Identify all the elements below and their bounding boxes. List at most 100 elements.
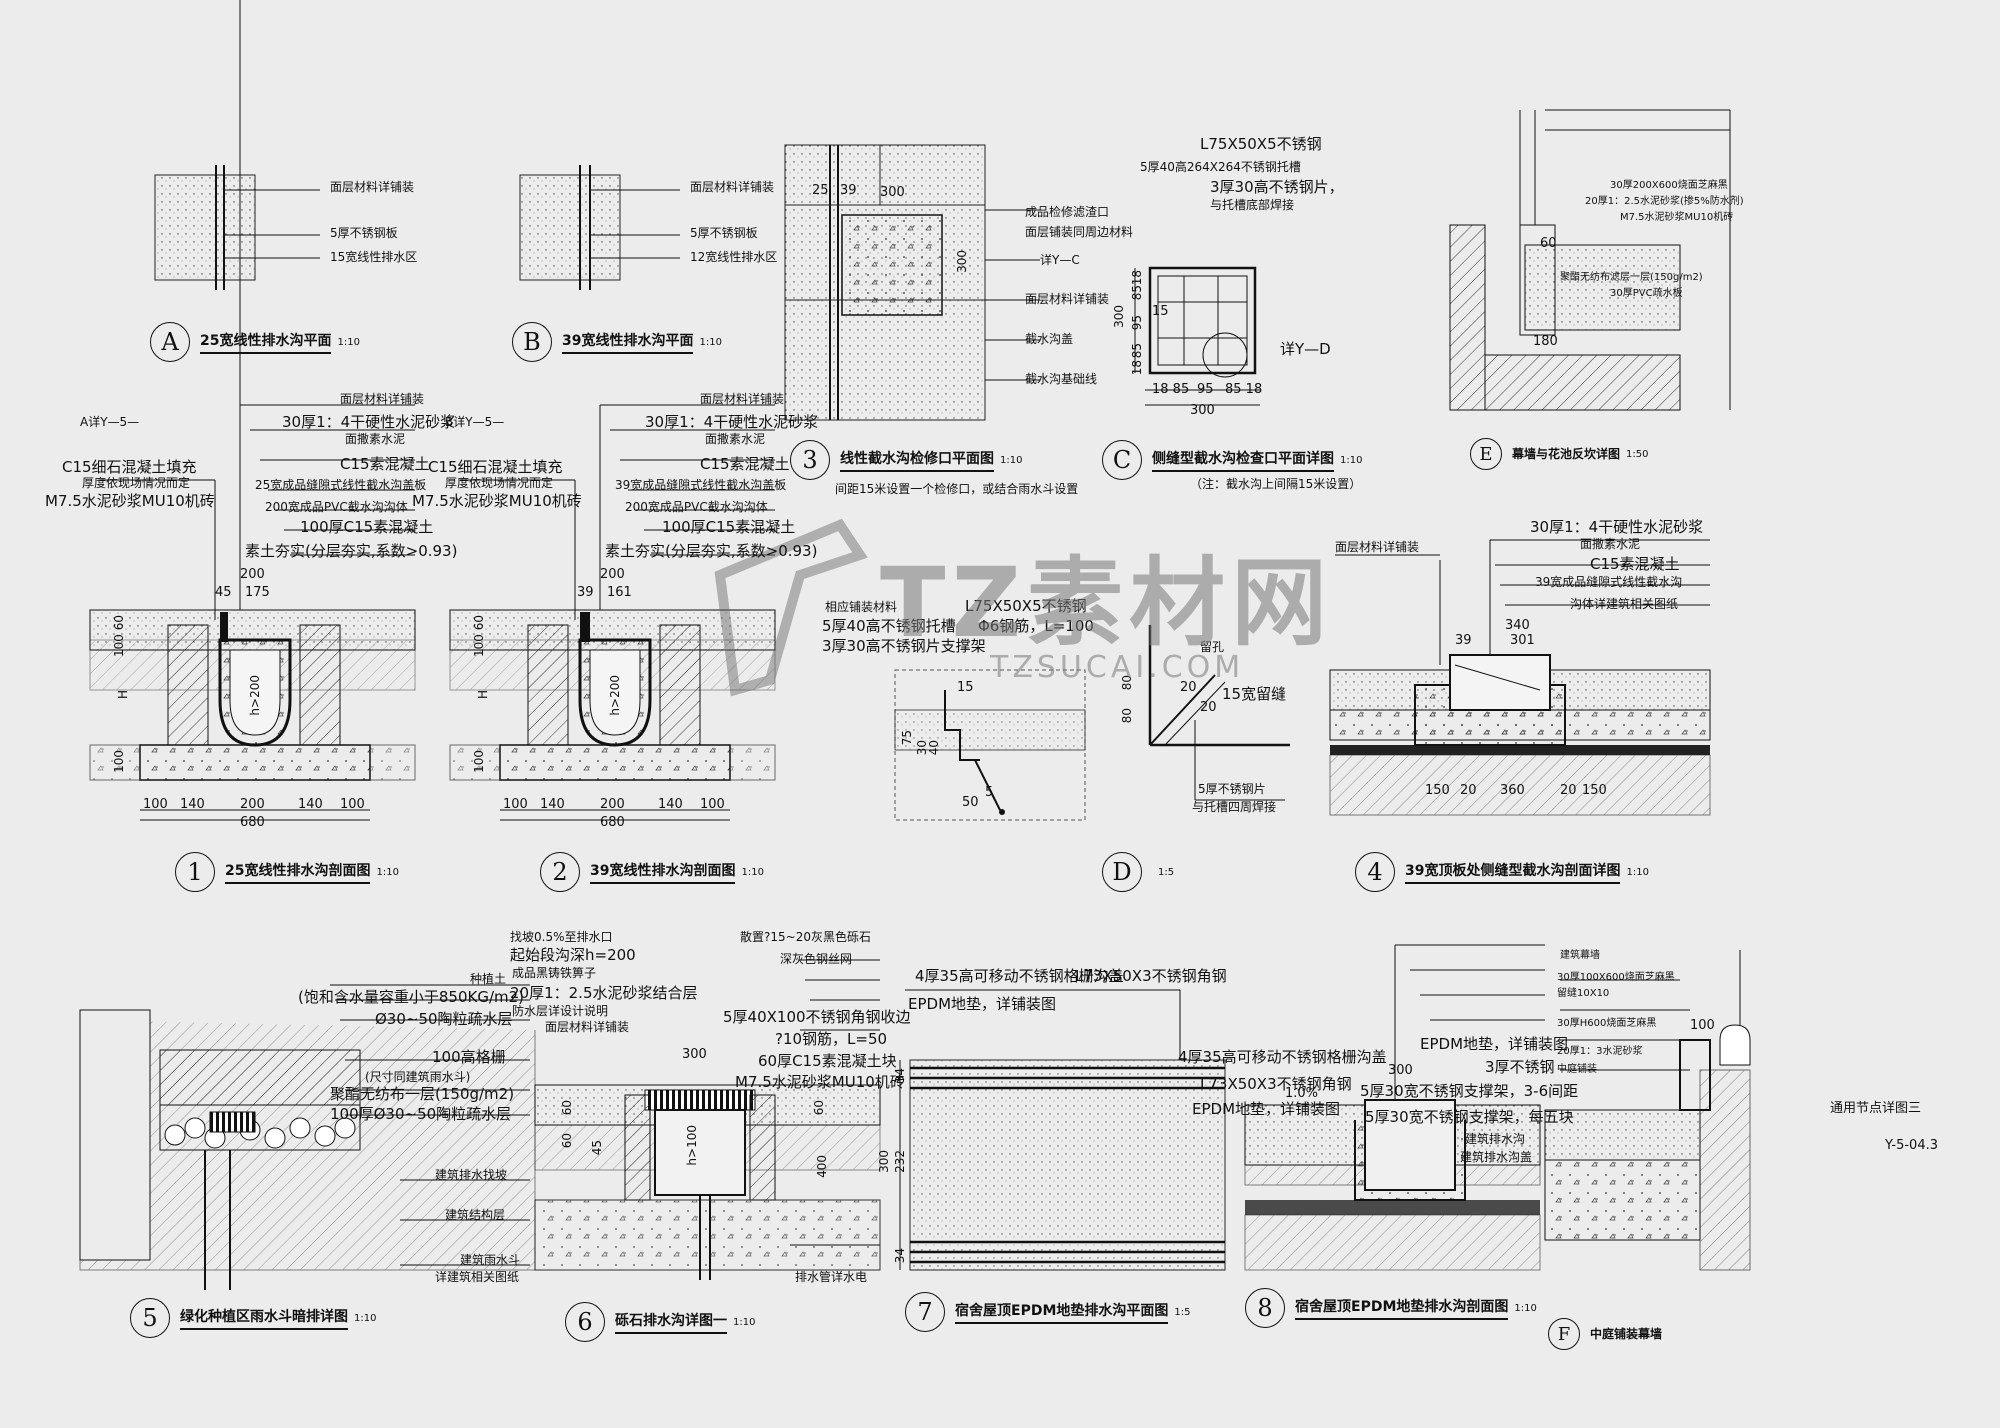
detail-c-title: C 侧缝型截水沟检查口平面详图 1:10 [1102, 440, 1362, 480]
detail-d-note: 5厚40高不锈钢托槽 [822, 617, 956, 635]
detail-1-title: 1 25宽线性排水沟剖面图 1:10 [175, 852, 399, 892]
dim-label: 140 [180, 797, 205, 812]
dim-label: H [476, 690, 490, 700]
detail-f-marker: F [1548, 1318, 1580, 1350]
detail-4-note: 30厚1：4干硬性水泥砂浆 [1530, 518, 1704, 536]
dim-label: 5 [985, 785, 994, 800]
detail-6-note: 深灰色钢丝网 [780, 952, 853, 966]
detail-d-note: 留孔 [1200, 640, 1225, 654]
detail-2-note: C15素混凝土 [700, 455, 790, 473]
detail-d-title: D 1:5 [1102, 852, 1174, 892]
detail-3-drawing [784, 144, 1040, 421]
dim-label: 20 [1180, 680, 1197, 695]
detail-a-drawing [154, 165, 320, 290]
detail-b-marker: B [512, 322, 552, 362]
detail-6-note: 60厚C15素混凝土块 [758, 1052, 897, 1070]
detail-5-drawing [79, 984, 536, 1290]
detail-3-note: 面层铺装同周边材料 [1025, 225, 1134, 239]
detail-d-drawing [894, 625, 1290, 821]
detail-5-marker: 5 [130, 1298, 170, 1338]
detail-a-note: 5厚不锈钢板 [330, 226, 398, 240]
dim-label: 50 [962, 795, 979, 810]
detail-e-title: E 幕墙与花池反坎详图 1:50 [1470, 438, 1648, 470]
dim-label: 39 [577, 585, 594, 600]
detail-2-note: 100厚C15素混凝土 [662, 518, 796, 536]
detail-f-note: 20厚1：3水泥砂浆 [1557, 1046, 1643, 1057]
dim-label: 360 [1500, 783, 1525, 798]
detail-3-subnote: 间距15米设置一个检修口，或结合雨水斗设置 [835, 482, 1079, 496]
dim-label: 301 [1510, 633, 1535, 648]
detail-5-note: 建筑雨水斗 [460, 1253, 521, 1267]
detail-c-note: 详Y—D [1280, 340, 1331, 358]
dim-label: 45 [215, 585, 232, 600]
detail-6-note: 起始段沟深h=200 [510, 946, 636, 964]
detail-6-note: ?10钢筋，L=50 [775, 1030, 888, 1048]
dim-label: 18 [1130, 360, 1144, 376]
detail-7-title: 7 宿舍屋顶EPDM地垫排水沟平面图 1:5 [905, 1292, 1190, 1332]
dim-label: 150 [1582, 783, 1607, 798]
detail-a-note: 面层材料详铺装 [330, 180, 415, 194]
detail-2-note: C15细石混凝土填充 [428, 458, 563, 476]
detail-a-note: 15宽线性排水区 [330, 250, 418, 264]
detail-5-title: 5 绿化种植区雨水斗暗排详图 1:10 [130, 1298, 376, 1338]
detail-1-note: 面撒素水泥 [345, 432, 406, 446]
detail-8-marker: 8 [1245, 1288, 1285, 1328]
detail-e-note: 30厚200X600烧面芝麻黑 [1610, 180, 1728, 191]
watermark-text: TZ素材网 [880, 547, 1334, 659]
dim-label: 18 [1130, 270, 1144, 286]
dim-label: 140 [298, 797, 323, 812]
dim-label: 100 60 [472, 615, 486, 657]
detail-f-drawing [1544, 950, 1751, 1271]
detail-7-marker: 7 [905, 1292, 945, 1332]
dim-label: 1.0% [1285, 1086, 1319, 1101]
detail-c-subnote: （注：截水沟上间隔15米设置） [1190, 477, 1362, 491]
detail-7-note: EPDM地垫，详铺装图 [908, 995, 1057, 1013]
detail-4-note: 面撒素水泥 [1580, 537, 1641, 551]
dim-label: 300 [1112, 305, 1126, 328]
detail-b-drawing [519, 165, 680, 290]
dim-label: 40 [927, 740, 941, 756]
detail-2-note: 素土夯实(分层夯实,系数>0.93) [605, 542, 818, 560]
detail-8-note: 建筑排水沟 [1465, 1132, 1526, 1146]
detail-7-note: 4厚35高可移动不锈钢格栅沟盖 [915, 967, 1124, 985]
dim-label: 18 85 [1152, 382, 1190, 397]
detail-5-note: 100厚Ø30~50陶粒疏水层 [330, 1105, 512, 1123]
detail-3-note: 成品检修滤渣口 [1025, 205, 1110, 219]
dim-label: 39 [1455, 633, 1472, 648]
detail-1-note: 面层材料详铺装 [340, 392, 425, 406]
detail-5-note: 100高格栅 [432, 1048, 506, 1066]
detail-8-note: EPDM地垫，详铺装图 [1420, 1035, 1569, 1053]
detail-e-marker: E [1470, 438, 1502, 470]
detail-f-note: 留缝10X10 [1557, 988, 1610, 999]
detail-8-note: L73X50X3不锈钢角钢 [1200, 1075, 1352, 1093]
detail-e-note: 30厚PVC疏水板 [1610, 288, 1683, 299]
detail-c-note: 与托槽底部焊接 [1210, 198, 1295, 212]
detail-6-marker: 6 [565, 1302, 605, 1342]
detail-3-note: 截水沟盖 [1025, 332, 1074, 346]
detail-2-note: 30厚1：4干硬性水泥砂浆 [645, 413, 819, 431]
detail-4-title: 4 39宽顶板处侧缝型截水沟剖面详图 1:10 [1355, 852, 1649, 892]
dim-label: 100 [112, 750, 126, 773]
detail-f-note: 30厚H600烧面芝麻黑 [1557, 1018, 1657, 1029]
detail-6-note: 5厚40X100不锈钢角钢收边 [723, 1008, 911, 1026]
dim-label: 45 [590, 1140, 604, 1156]
detail-4-marker: 4 [1355, 852, 1395, 892]
detail-2-note: 39宽成品缝隙式线性截水沟盖板 [615, 478, 787, 492]
detail-1-drawing [89, 0, 416, 821]
dim-label: 25 [812, 183, 829, 198]
detail-4-note: 面层材料详铺装 [1335, 540, 1420, 554]
detail-3-marker: 3 [790, 440, 830, 480]
detail-7-note: L73X50X3不锈钢角钢 [1075, 967, 1227, 985]
dim-label: 20 [1200, 700, 1217, 715]
detail-5-note: (尺寸同建筑雨水斗) [365, 1070, 471, 1084]
dim-label: h>200 [608, 675, 622, 716]
dim-label: 34 [893, 1068, 907, 1084]
detail-4-drawing [1329, 539, 1711, 816]
detail-4-note: 39宽成品缝隙式线性截水沟 [1535, 575, 1683, 589]
detail-c-marker: C [1102, 440, 1142, 480]
detail-1-note: M7.5水泥砂浆MU10机砖 [45, 492, 215, 510]
dim-label: 200 [600, 567, 625, 582]
detail-1-note: 100厚C15素混凝土 [300, 518, 434, 536]
detail-f-note: 中庭铺装 [1557, 1064, 1597, 1075]
detail-6-note: 面层材料详铺装 [545, 1020, 630, 1034]
